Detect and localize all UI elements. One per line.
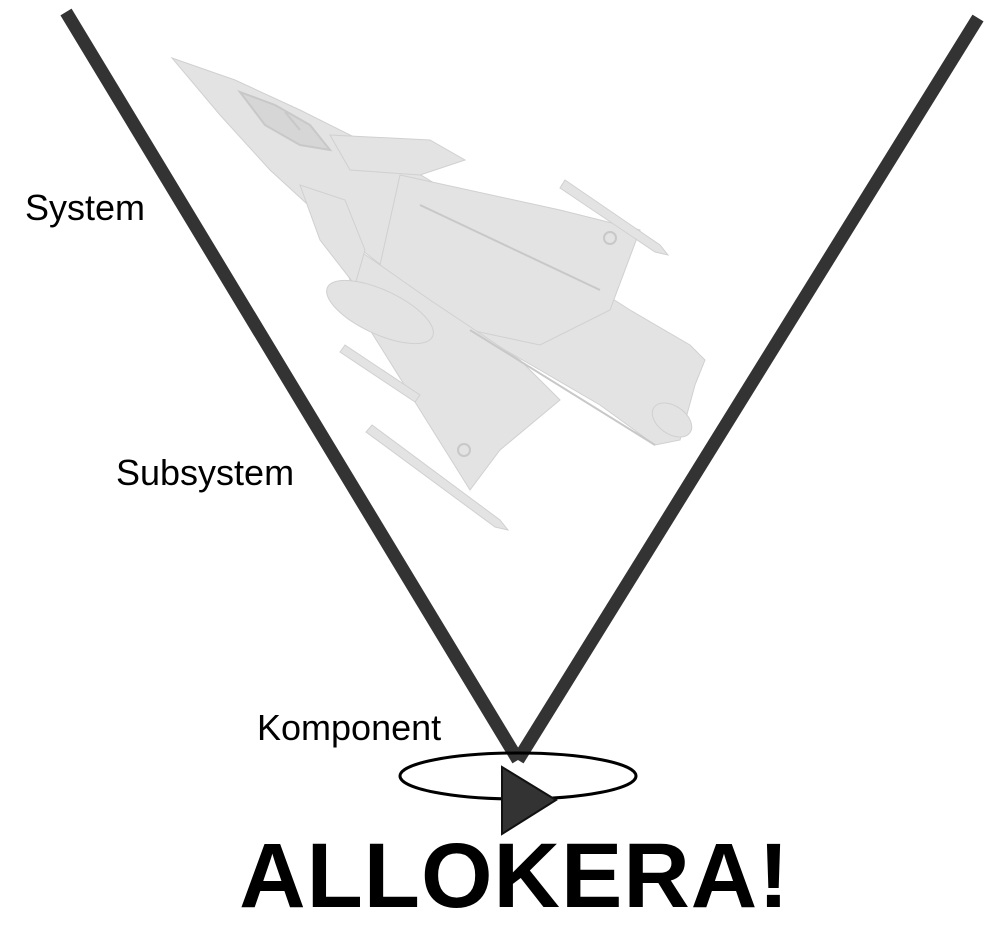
- iteration-arrow: [502, 767, 556, 834]
- iteration-loop-icon: [400, 753, 636, 834]
- level-label-system: System: [25, 190, 145, 226]
- level-label-subsystem: Subsystem: [116, 455, 294, 491]
- headline: ALLOKERA!: [0, 830, 989, 922]
- level-label-komponent: Komponent: [257, 710, 441, 746]
